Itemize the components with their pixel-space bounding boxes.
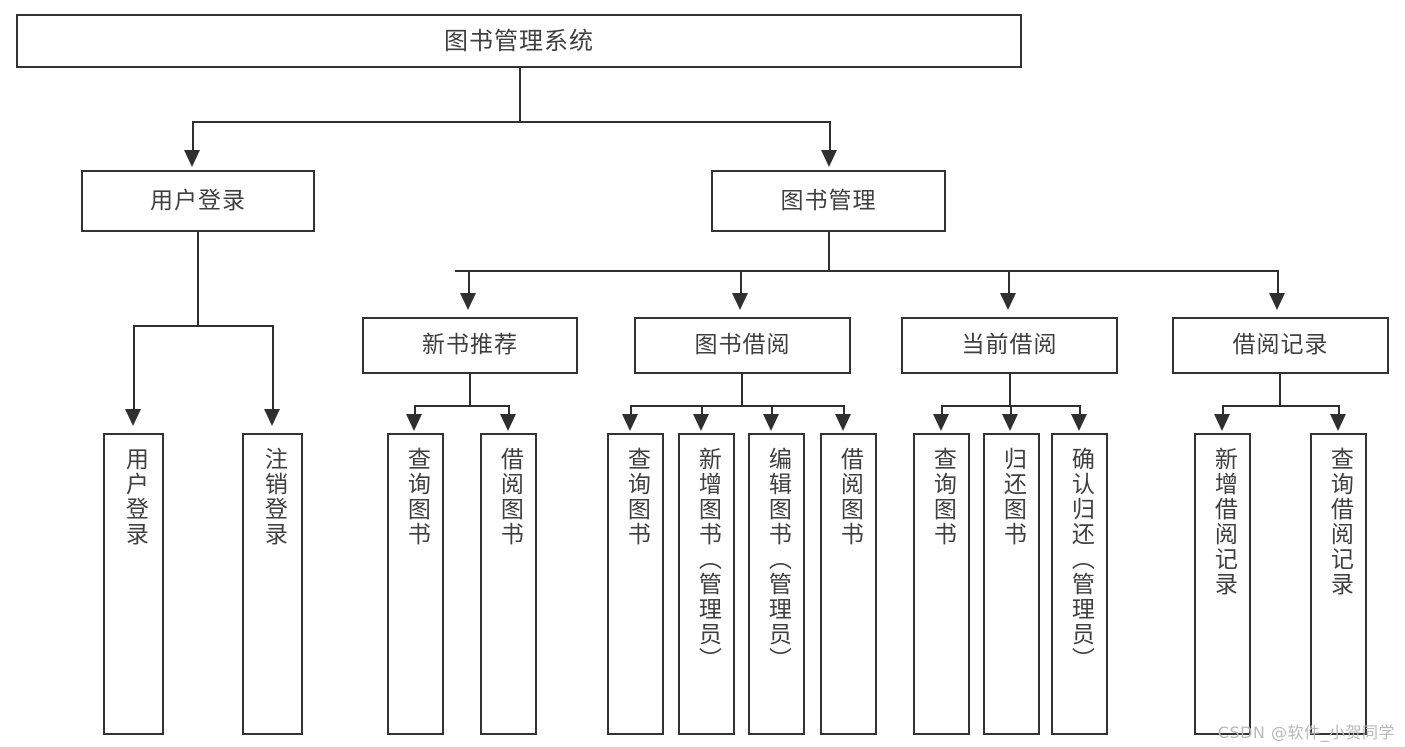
leaf-query-book-1-label: 查询图书 xyxy=(403,447,430,547)
leaf-confirm-return[interactable]: 确认归还（管理员） xyxy=(1051,433,1108,735)
connector-level3-bus xyxy=(455,270,1278,272)
leaf-add-book[interactable]: 新增图书（管理员） xyxy=(678,433,735,735)
arrow-to-borrow-record xyxy=(1269,293,1285,310)
node-borrow-record[interactable]: 借阅记录 xyxy=(1172,317,1389,374)
connector-user-login-stem xyxy=(197,232,199,325)
connector-record-drop-1 xyxy=(1222,405,1224,415)
leaf-confirm-return-label: 确认归还（管理员） xyxy=(1067,447,1094,672)
connector-current-drop-2 xyxy=(1010,405,1012,415)
node-borrow-record-label: 借阅记录 xyxy=(1232,332,1329,359)
leaf-return-book-label: 归还图书 xyxy=(999,447,1026,547)
arrow-to-leaf-query-book-1 xyxy=(406,414,422,431)
node-book-manage-label: 图书管理 xyxy=(780,187,877,214)
node-new-book-recommend-label: 新书推荐 xyxy=(422,332,518,359)
arrow-to-leaf-user-logout xyxy=(264,409,280,426)
arrow-to-leaf-query-record xyxy=(1330,414,1346,431)
leaf-add-record[interactable]: 新增借阅记录 xyxy=(1194,433,1251,735)
node-root[interactable]: 图书管理系统 xyxy=(16,14,1022,68)
leaf-query-record-label: 查询借阅记录 xyxy=(1326,447,1353,597)
leaf-query-book-3-label: 查询图书 xyxy=(929,447,956,547)
connector-current-drop-1 xyxy=(941,405,943,415)
csdn-watermark: CSDN @软件_小贺同学 xyxy=(1217,723,1395,742)
connector-recommend-bus xyxy=(414,405,509,407)
connector-user-login-bus xyxy=(133,325,272,327)
leaf-return-book[interactable]: 归还图书 xyxy=(983,433,1040,735)
connector-recommend-drop-2 xyxy=(508,405,510,415)
leaf-query-book-1[interactable]: 查询图书 xyxy=(387,433,444,735)
leaf-user-logout-label: 注销登录 xyxy=(260,447,287,547)
node-user-login-label: 用户登录 xyxy=(150,187,246,214)
node-book-borrow-label: 图书借阅 xyxy=(694,332,791,359)
arrow-to-leaf-query-book-3 xyxy=(933,414,949,431)
leaf-query-book-2-label: 查询图书 xyxy=(623,447,650,547)
connector-record-drop-2 xyxy=(1338,405,1340,415)
arrow-to-leaf-query-book-2 xyxy=(622,414,638,431)
connector-user-login-drop-2 xyxy=(272,325,274,410)
node-root-label: 图书管理系统 xyxy=(444,27,594,55)
arrow-to-leaf-user-login xyxy=(125,409,141,426)
arrow-to-leaf-edit-book xyxy=(763,414,779,431)
arrow-to-leaf-borrow-book-2 xyxy=(835,414,851,431)
node-book-borrow[interactable]: 图书借阅 xyxy=(634,317,851,374)
leaf-add-record-label: 新增借阅记录 xyxy=(1210,447,1237,597)
connector-level2-bus xyxy=(192,121,830,123)
node-book-manage[interactable]: 图书管理 xyxy=(711,170,946,232)
connector-borrow-drop-1 xyxy=(630,405,632,415)
connector-borrow-bus xyxy=(630,405,844,407)
arrow-to-leaf-add-record xyxy=(1214,414,1230,431)
leaf-borrow-book-2[interactable]: 借阅图书 xyxy=(820,433,877,735)
arrow-to-leaf-return-book xyxy=(1002,414,1018,431)
connector-recommend-stem xyxy=(469,374,471,405)
connector-recommend-drop-1 xyxy=(414,405,416,415)
connector-borrow-drop-3 xyxy=(771,405,773,415)
connector-record-stem xyxy=(1279,374,1281,405)
arrow-to-leaf-borrow-book-1 xyxy=(500,414,516,431)
leaf-borrow-book-1[interactable]: 借阅图书 xyxy=(480,433,537,735)
connector-record-bus xyxy=(1222,405,1339,407)
leaf-user-login[interactable]: 用户登录 xyxy=(103,433,164,735)
connector-level2-drop-book-manage xyxy=(829,121,831,151)
connector-borrow-drop-4 xyxy=(843,405,845,415)
node-user-login[interactable]: 用户登录 xyxy=(81,170,315,232)
node-current-borrow-label: 当前借阅 xyxy=(961,332,1058,359)
arrow-to-leaf-add-book xyxy=(693,414,709,431)
connector-borrow-stem xyxy=(741,374,743,405)
connector-level3-drop-1 xyxy=(468,270,470,294)
leaf-add-book-label: 新增图书（管理员） xyxy=(694,447,721,672)
connector-level3-drop-2 xyxy=(740,270,742,294)
connector-current-stem xyxy=(1009,374,1011,405)
leaf-edit-book[interactable]: 编辑图书（管理员） xyxy=(748,433,805,735)
leaf-borrow-book-1-label: 借阅图书 xyxy=(496,447,523,547)
connector-borrow-drop-2 xyxy=(701,405,703,415)
connector-root-stem xyxy=(519,68,521,121)
arrow-to-book-manage xyxy=(821,150,837,167)
connector-level3-drop-3 xyxy=(1008,270,1010,294)
leaf-query-book-3[interactable]: 查询图书 xyxy=(913,433,970,735)
connector-book-manage-stem xyxy=(828,232,830,270)
leaf-user-login-label: 用户登录 xyxy=(121,447,148,547)
arrow-to-current-borrow xyxy=(1000,293,1016,310)
leaf-query-book-2[interactable]: 查询图书 xyxy=(607,433,664,735)
connector-current-drop-3 xyxy=(1079,405,1081,415)
leaf-borrow-book-2-label: 借阅图书 xyxy=(836,447,863,547)
leaf-query-record[interactable]: 查询借阅记录 xyxy=(1310,433,1367,735)
leaf-edit-book-label: 编辑图书（管理员） xyxy=(764,447,791,672)
leaf-user-logout[interactable]: 注销登录 xyxy=(242,433,303,735)
arrow-to-user-login xyxy=(184,150,200,167)
node-new-book-recommend[interactable]: 新书推荐 xyxy=(362,317,578,374)
connector-level2-drop-user-login xyxy=(192,121,194,151)
arrow-to-leaf-confirm-return xyxy=(1071,414,1087,431)
node-current-borrow[interactable]: 当前借阅 xyxy=(901,317,1118,374)
connector-level3-drop-4 xyxy=(1277,270,1279,294)
connector-user-login-drop-1 xyxy=(133,325,135,410)
arrow-to-book-borrow xyxy=(732,293,748,310)
arrow-to-new-book-recommend xyxy=(460,293,476,310)
